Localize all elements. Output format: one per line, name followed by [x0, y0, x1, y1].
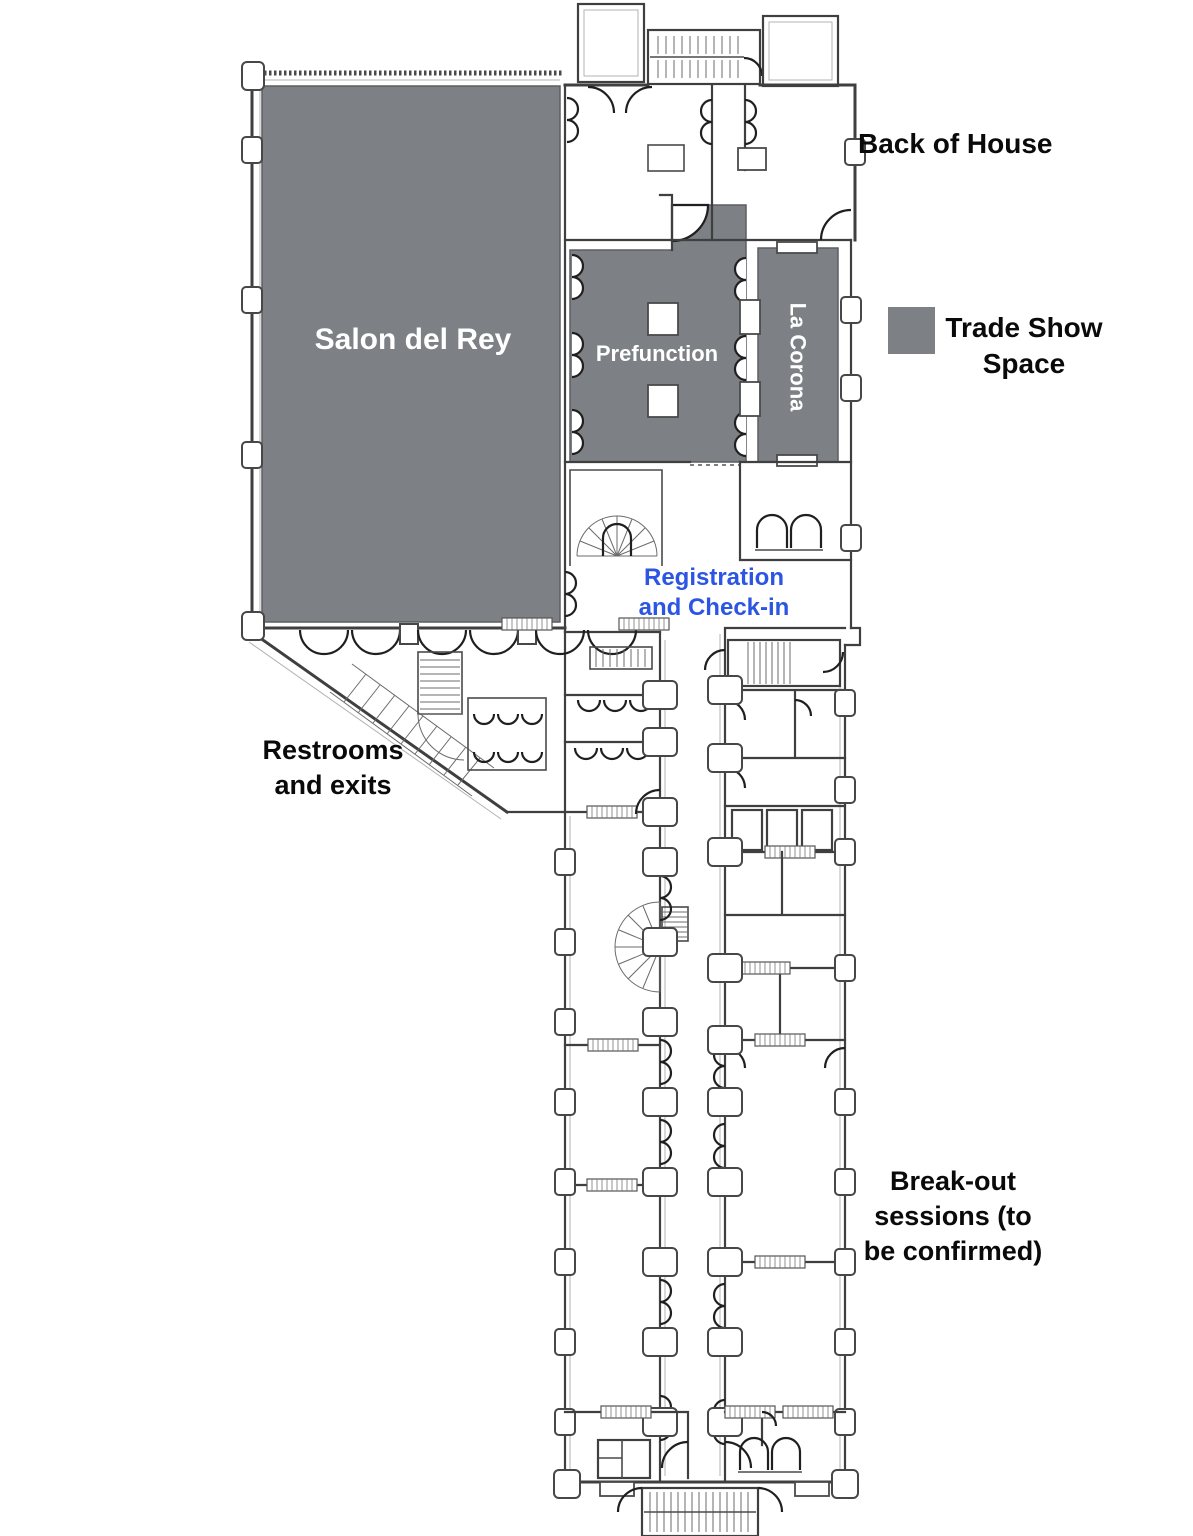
corridor-partitions [563, 1038, 847, 1269]
grand-stair-fan [576, 515, 658, 557]
top-back-of-house-structures [576, 2, 840, 88]
label-registration-check-in: Registration and Check-in [638, 564, 790, 621]
bottom-stair [616, 1486, 784, 1536]
label-restrooms-exits: Restrooms and exits [262, 735, 404, 801]
prefunction-room [569, 193, 747, 463]
label-salon-del-rey: Salon del Rey [314, 323, 512, 356]
label-prefunction: Prefunction [595, 341, 719, 366]
label-la-corona: La Corona [785, 302, 811, 412]
salon-del-rey-room [261, 85, 561, 623]
la-corona-room [757, 241, 839, 467]
salon-scalloped-doors [298, 617, 670, 656]
legend-trade-show-swatch [888, 307, 935, 354]
legend-trade-show-label: Trade Show Space [945, 312, 1103, 380]
bottom-rooms [563, 1405, 847, 1536]
label-breakout-sessions: Break-out sessions (to be confirmed) [863, 1166, 1043, 1267]
top-block-doors [565, 85, 852, 241]
label-back-of-house: Back of House [858, 128, 1053, 159]
prefunction-doors [570, 253, 761, 458]
registration-zone [563, 469, 862, 618]
restroom-wing [329, 651, 547, 797]
columns [241, 61, 866, 1499]
